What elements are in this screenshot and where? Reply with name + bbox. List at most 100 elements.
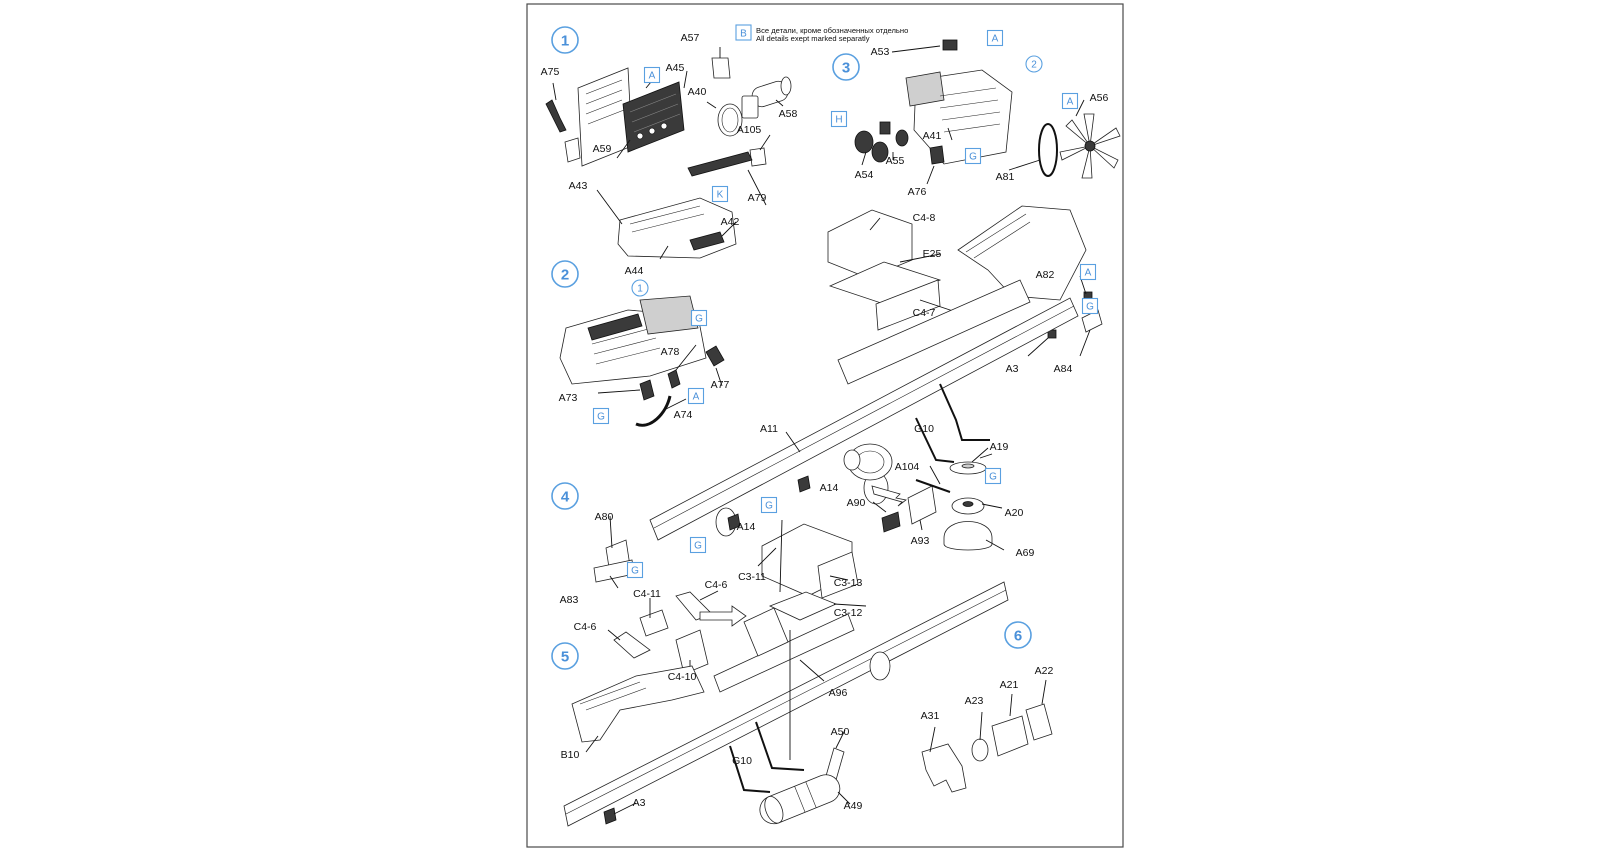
- material-marker-box: [690, 309, 708, 327]
- material-marker-letter: A: [1067, 97, 1074, 108]
- material-marker-letter: A: [1085, 268, 1092, 279]
- material-marker: A: [1061, 92, 1079, 110]
- part-label: B10: [561, 749, 580, 761]
- step4-parts: [843, 443, 1005, 551]
- part-a81: [1038, 123, 1058, 177]
- part-label: A42: [721, 216, 740, 228]
- material-marker-box: [760, 496, 778, 514]
- part-a55: [895, 129, 909, 147]
- part-label: A31: [921, 710, 940, 722]
- part-label: A49: [844, 800, 863, 812]
- part-label: A14: [820, 482, 839, 494]
- part-g10-upper: [915, 383, 990, 463]
- part-b10-fender: [571, 665, 705, 743]
- part-c4-10: [675, 629, 709, 675]
- material-marker: G: [592, 407, 610, 425]
- part-label: A83: [560, 594, 579, 606]
- material-marker-box: [687, 387, 705, 405]
- subassembly-badge: [1025, 55, 1043, 73]
- part-label: C4-7: [913, 307, 936, 319]
- step1-parts: [545, 47, 792, 260]
- part-label: C4-6: [574, 621, 597, 633]
- part-label: A80: [595, 511, 614, 523]
- part-a75: [545, 99, 567, 133]
- part-label: A54: [855, 169, 874, 181]
- step-badges: 1 2 3 4 5 6: [551, 26, 1032, 670]
- step-badge: [1004, 621, 1032, 649]
- step-number: 1: [561, 33, 569, 50]
- part-label: A81: [996, 171, 1015, 183]
- legend-line-ru: Все детали, кроме обозначенных отдельно: [756, 26, 908, 35]
- part-label: G10: [732, 755, 752, 767]
- material-marker: G: [689, 536, 707, 554]
- material-marker-letter: G: [765, 501, 773, 512]
- step2-parts: [559, 295, 725, 427]
- step-badge: [551, 26, 579, 54]
- part-c4-7: [875, 279, 941, 331]
- subassembly-number: 2: [1031, 60, 1037, 71]
- part-label: A59: [593, 143, 612, 155]
- part-label: A50: [831, 726, 850, 738]
- part-a79: [687, 151, 753, 177]
- material-marker: A: [687, 387, 705, 405]
- part-a31: [921, 743, 967, 793]
- part-label: A84: [1054, 363, 1073, 375]
- part-a54: [854, 130, 874, 154]
- part-label: A93: [911, 535, 930, 547]
- part-label: A55: [886, 155, 905, 167]
- part-g10-lower: [729, 721, 805, 793]
- part-label: E25: [923, 248, 942, 260]
- part-a74: [635, 395, 672, 427]
- part-a76: [929, 145, 945, 165]
- material-marker-box: [1081, 297, 1099, 315]
- part-a11-rail: [649, 297, 1079, 541]
- part-label: A73: [559, 392, 578, 404]
- material-marker-letter: H: [835, 115, 842, 126]
- part-a73: [639, 379, 655, 401]
- part-e25: [828, 261, 942, 305]
- part-label: A56: [1090, 92, 1109, 104]
- material-marker-box: [984, 467, 1002, 485]
- part-a14-lower: [727, 513, 741, 531]
- part-label: C4-8: [913, 212, 936, 224]
- part-label: A82: [1036, 269, 1055, 281]
- part-label: C4-11: [633, 588, 661, 600]
- subassembly-number: 1: [637, 284, 643, 295]
- subassembly-refs: 2 1: [631, 55, 1043, 297]
- part-a53: [942, 39, 958, 51]
- legend-note: B Все детали, кроме обозначенных отдельн…: [735, 24, 908, 43]
- step-number: 5: [561, 649, 569, 666]
- material-marker-letter: G: [695, 314, 703, 325]
- part-label: A44: [625, 265, 644, 277]
- part-a104: [915, 479, 951, 493]
- part-a105: [749, 147, 767, 167]
- material-marker-letter: A: [992, 34, 999, 45]
- step3-parts: [854, 39, 1121, 185]
- material-marker: G: [1081, 297, 1099, 315]
- part-label: A3: [633, 797, 646, 809]
- material-marker-box: [643, 66, 661, 84]
- part-label: A41: [923, 130, 942, 142]
- material-marker-box: [689, 536, 707, 554]
- part-label: A20: [1005, 507, 1024, 519]
- part-label: C3-12: [834, 607, 863, 619]
- part-label: A45: [666, 62, 685, 74]
- material-marker-box: [711, 185, 729, 203]
- material-marker-box: [964, 147, 982, 165]
- part-label: A14: [737, 521, 756, 533]
- part-c3-13: [817, 551, 859, 599]
- part-a3-bottom: [603, 807, 617, 825]
- part-label: A79: [748, 192, 767, 204]
- step5-parts: [571, 519, 851, 825]
- part-label: A23: [965, 695, 984, 707]
- part-a93: [907, 485, 937, 525]
- part-label: A77: [711, 379, 730, 391]
- part-label: A43: [569, 180, 588, 192]
- part-label: A74: [674, 409, 693, 421]
- step-number: 6: [1014, 628, 1022, 645]
- material-marker: H: [830, 110, 848, 128]
- material-marker-box: [986, 29, 1004, 47]
